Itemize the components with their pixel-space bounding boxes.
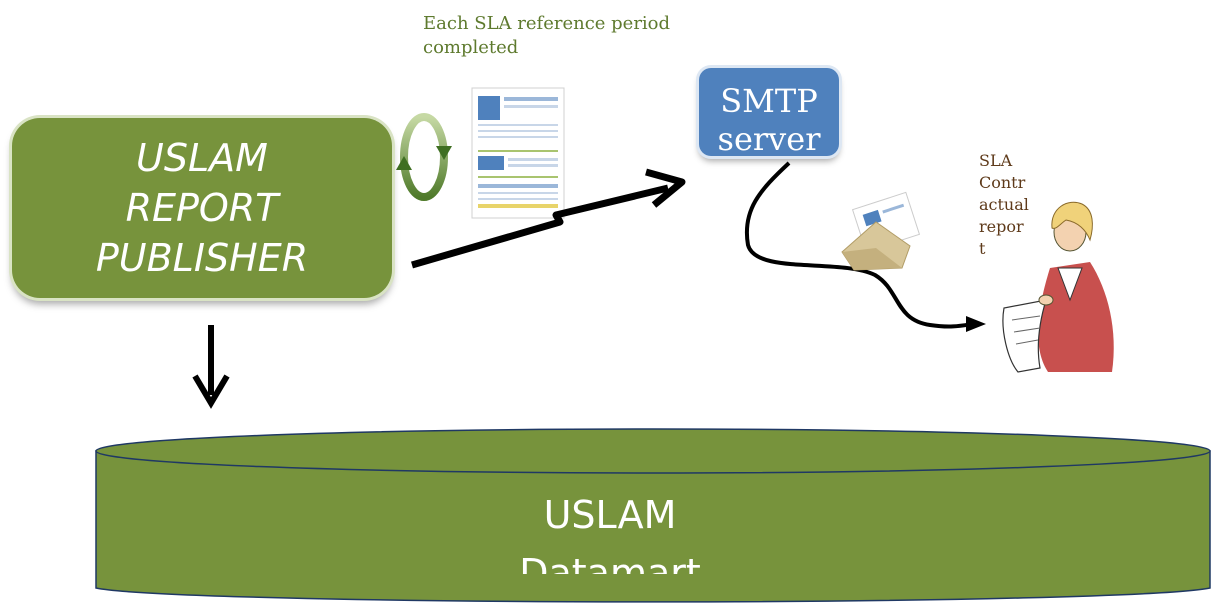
datamart-cylinder xyxy=(95,428,1211,603)
reference-period-caption: Each SLA reference period completed xyxy=(423,13,671,58)
envelope-icon xyxy=(841,191,921,271)
uslam-report-publisher-box: USLAM REPORT PUBLISHER xyxy=(12,118,392,298)
publish-arrow xyxy=(411,168,686,269)
datamart-label: USLAM Datamart xyxy=(519,493,701,574)
smtp-server-box: SMTP server xyxy=(699,68,839,156)
down-arrow xyxy=(192,325,230,409)
report-document-icon xyxy=(471,87,565,219)
smtp-server-label: SMTP server xyxy=(717,82,821,156)
publisher-label: USLAM REPORT PUBLISHER xyxy=(95,136,309,280)
refresh-cycle-icon xyxy=(396,113,452,201)
sla-contractual-report-caption: SLA Contractual report xyxy=(979,151,1029,258)
recipient-person-icon xyxy=(1002,201,1114,373)
